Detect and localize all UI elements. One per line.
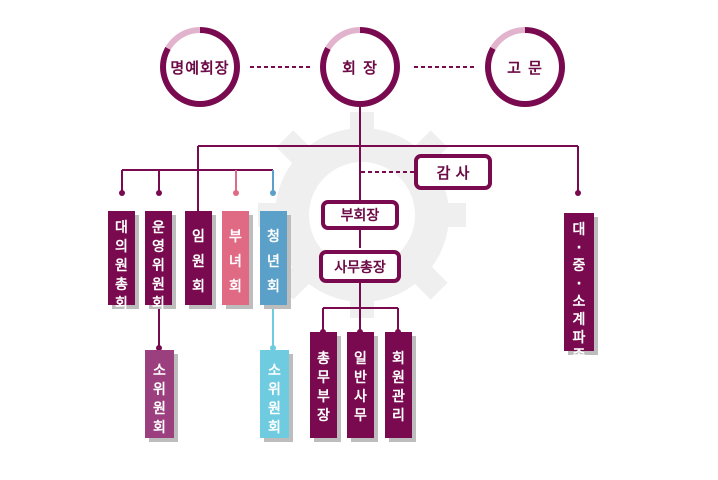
honorary-president-node: 명예회장 bbox=[160, 27, 240, 107]
president-label: 회 장 bbox=[342, 58, 378, 77]
audit-node: 감 사 bbox=[414, 154, 492, 190]
junction-dot bbox=[156, 345, 162, 351]
general-business-node: 일반사무일반사무 bbox=[347, 332, 374, 438]
vice-president-label: 부회장 bbox=[340, 208, 380, 224]
advisor-label: 고 문 bbox=[507, 58, 543, 77]
audit-label: 감 사 bbox=[436, 163, 470, 182]
junction-dot bbox=[270, 345, 276, 351]
secretary-general-label: 사무총장 bbox=[334, 259, 386, 276]
advisor-node: 고 문 bbox=[485, 27, 565, 107]
delegates-assembly-node: 대의원총회대의원총회 bbox=[108, 211, 135, 312]
junction-dot bbox=[119, 190, 125, 196]
member-management-node: 회원관리회원관리 bbox=[385, 332, 412, 438]
womens-association-node: 부녀회부녀회 bbox=[222, 211, 249, 305]
junction-dot bbox=[156, 190, 162, 196]
youth-association-node: 청년회청년회 bbox=[260, 211, 287, 305]
secretary-general-node: 사무총장 bbox=[319, 250, 401, 283]
vice-president-node: 부회장 bbox=[321, 200, 399, 230]
junction-dot bbox=[233, 190, 239, 196]
junction-dot bbox=[575, 190, 581, 196]
president-node: 회 장 bbox=[320, 27, 400, 107]
general-affairs-node: 총무부장총무부장 bbox=[310, 332, 337, 438]
steering-committee-node: 운영위원회운영위원회 bbox=[145, 211, 172, 312]
officers-council-node: 임원회임원회 bbox=[185, 211, 212, 305]
honorary-president-label: 명예회장 bbox=[170, 58, 230, 77]
junction-dot bbox=[270, 190, 276, 196]
